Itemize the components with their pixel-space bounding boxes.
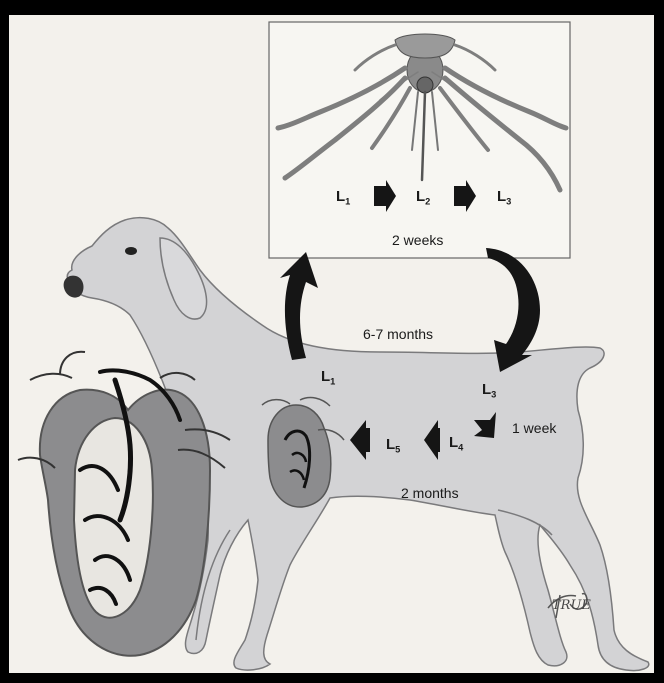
dog-stage-l3-label: L3 [482,381,496,399]
mosquito-stage-l3-label: L3 [497,188,511,206]
artist-signature: TRUE [552,598,591,613]
l3-to-l4-duration-label: 1 week [512,420,556,436]
dog-stage-l4-label: L4 [449,434,463,452]
dog-stage-l1-label: L1 [321,368,335,386]
dog-eye [125,247,137,255]
mosquito-stage-l1-label: L1 [336,188,350,206]
l5-duration-label: 2 months [401,485,459,501]
mosquito-duration-label: 2 weeks [392,232,443,248]
dog-stage-l5-label: L5 [386,436,400,454]
mosquito-stage-l2-label: L2 [416,188,430,206]
prepatent-duration-label: 6-7 months [363,326,433,342]
